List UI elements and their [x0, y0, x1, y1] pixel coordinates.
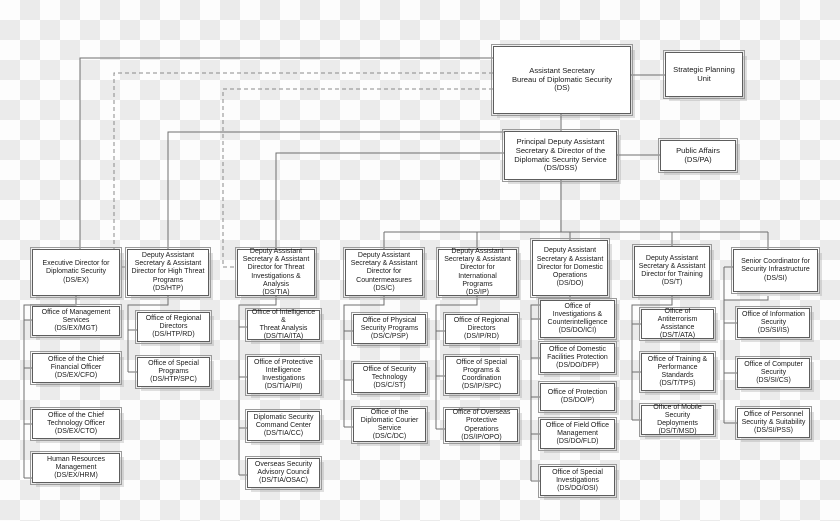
- node-office-si-pss[interactable]: Office of Personnel Security & Suitabili…: [735, 406, 812, 440]
- node-office-htp-rd[interactable]: Office of Regional Directors (DS/HTP/RD): [135, 310, 212, 344]
- node-office-t-ata-label: Office of Antiterrorism Assistance (DS/T…: [657, 307, 698, 340]
- node-office-do-ici-label: Office of Investigations & Counterintell…: [547, 302, 608, 335]
- node-office-si-cs-label: Office of Computer Security (DS/SI/CS): [744, 360, 803, 385]
- node-office-ip-spc[interactable]: Office of Special Programs & Coordinatio…: [443, 354, 520, 396]
- node-pdas[interactable]: Principal Deputy Assistant Secretary & D…: [502, 129, 619, 182]
- node-office-htp-rd-label: Office of Regional Directors (DS/HTP/RD): [145, 314, 202, 339]
- node-office-do-dfp[interactable]: Office of Domestic Facilities Protection…: [538, 341, 617, 375]
- node-office-ip-opo[interactable]: Office of Overseas Protective Operations…: [443, 407, 520, 444]
- node-head-t-label: Deputy Assistant Secretary & Assistant D…: [638, 254, 706, 287]
- node-office-si-is[interactable]: Office of Information Security (DS/SI/IS…: [735, 306, 812, 340]
- node-pdas-label: Principal Deputy Assistant Secretary & D…: [514, 136, 607, 173]
- node-office-tia-cc-label: Diplomatic Security Command Center (DS/T…: [253, 413, 314, 438]
- node-office-t-tps[interactable]: Office of Training & Performance Standar…: [639, 351, 716, 393]
- node-strategic-planning-unit-label: Strategic Planning Unit: [673, 64, 735, 83]
- node-head-c-label: Deputy Assistant Secretary & Assistant D…: [350, 251, 418, 292]
- node-office-si-cs[interactable]: Office of Computer Security (DS/SI/CS): [735, 356, 812, 390]
- node-office-ip-opo-label: Office of Overseas Protective Operations…: [452, 409, 511, 441]
- node-office-tia-pii[interactable]: Office of Protective Intelligence Invest…: [245, 354, 322, 396]
- node-head-ex-label: Executive Director for Diplomatic Securi…: [42, 260, 110, 284]
- wire-ds-to-htp-dashed: [113, 72, 493, 267]
- node-office-t-msd-label: Office of Mobile Security Deployments (D…: [653, 403, 702, 436]
- node-office-t-tps-label: Office of Training & Performance Standar…: [647, 355, 708, 388]
- node-office-ex-cto-label: Office of the Chief Technology Officer (…: [47, 411, 105, 436]
- node-office-do-fld-label: Office of Field Office Management (DS/DO…: [545, 421, 610, 446]
- node-office-ex-cfo-label: Office of the Chief Financial Officer (D…: [48, 355, 104, 380]
- wire-ds-to-ex: [79, 57, 493, 249]
- node-office-ip-rd[interactable]: Office of Regional Directors (DS/IP/RD): [443, 312, 520, 346]
- node-head-htp[interactable]: Deputy Assistant Secretary & Assistant D…: [125, 247, 211, 298]
- wire-htp-spine: [127, 296, 169, 372]
- node-office-c-dc-label: Office of the Diplomatic Courier Service…: [360, 408, 419, 441]
- node-office-do-dfp-label: Office of Domestic Facilities Protection…: [547, 345, 608, 370]
- node-head-c[interactable]: Deputy Assistant Secretary & Assistant D…: [343, 247, 425, 298]
- node-office-tia-osac[interactable]: Overseas Security Advisory Council (DS/T…: [245, 456, 322, 490]
- wire-pdas-bus-tia: [275, 152, 504, 249]
- node-office-ex-hrm[interactable]: Human Resources Management (DS/EX/HRM): [30, 451, 122, 485]
- node-office-do-ici[interactable]: Office of Investigations & Counterintell…: [538, 298, 617, 340]
- wire-ex-spine: [23, 296, 77, 478]
- node-head-ip[interactable]: Deputy Assistant Secretary & Assistant D…: [436, 247, 519, 298]
- node-office-c-st[interactable]: Office of Security Technology (DS/C/ST): [351, 361, 428, 395]
- node-head-t[interactable]: Deputy Assistant Secretary & Assistant D…: [632, 244, 712, 298]
- node-office-do-fld[interactable]: Office of Field Office Management (DS/DO…: [538, 417, 617, 451]
- node-office-ex-mgt-label: Office of Management Services (DS/EX/MGT…: [41, 308, 111, 333]
- node-head-tia[interactable]: Deputy Assistant Secretary & Assistant D…: [235, 247, 317, 298]
- node-office-do-osi-label: Office of Special Investigations (DS/DO/…: [552, 468, 603, 493]
- node-office-ex-mgt[interactable]: Office of Management Services (DS/EX/MGT…: [30, 304, 122, 338]
- wire-tia-spine: [238, 296, 277, 475]
- node-assistant-secretary-label: Assistant Secretary Bureau of Diplomatic…: [511, 65, 613, 93]
- node-head-ex[interactable]: Executive Director for Diplomatic Securi…: [30, 247, 122, 298]
- node-office-tia-pii-label: Office of Protective Intelligence Invest…: [253, 358, 313, 391]
- node-office-tia-osac-label: Overseas Security Advisory Council (DS/T…: [254, 460, 313, 485]
- node-office-ip-rd-label: Office of Regional Directors (DS/IP/RD): [453, 316, 510, 341]
- node-office-tia-cc[interactable]: Diplomatic Security Command Center (DS/T…: [245, 409, 322, 443]
- node-office-ex-cfo[interactable]: Office of the Chief Financial Officer (D…: [30, 351, 122, 385]
- wire-ip-spine: [435, 296, 478, 429]
- node-public-affairs-label: Public Affairs (DS/PA): [676, 145, 720, 164]
- node-office-tia-ita-label: Office of Intelligence & Threat Analysis…: [251, 308, 316, 341]
- wire-ds-to-tia-dashed: [222, 88, 493, 267]
- node-office-si-is-label: Office of Information Security (DS/SI/IS…: [742, 310, 805, 335]
- node-office-t-msd[interactable]: Office of Mobile Security Deployments (D…: [639, 403, 716, 437]
- node-head-htp-label: Deputy Assistant Secretary & Assistant D…: [131, 251, 205, 292]
- node-public-affairs[interactable]: Public Affairs (DS/PA): [658, 138, 738, 173]
- node-head-si[interactable]: Senior Coordinator for Security Infrastr…: [731, 247, 820, 294]
- node-office-ex-hrm-label: Human Resources Management (DS/EX/HRM): [47, 455, 105, 480]
- node-office-c-psp-label: Office of Physical Security Programs (DS…: [360, 316, 419, 341]
- node-office-c-st-label: Office of Security Technology (DS/C/ST): [362, 365, 417, 390]
- wire-c-spine: [343, 296, 385, 427]
- node-head-si-label: Senior Coordinator for Security Infrastr…: [741, 258, 810, 282]
- node-office-c-psp[interactable]: Office of Physical Security Programs (DS…: [351, 312, 428, 346]
- node-head-do[interactable]: Deputy Assistant Secretary & Assistant D…: [530, 238, 610, 298]
- node-office-do-osi[interactable]: Office of Special Investigations (DS/DO/…: [538, 464, 617, 498]
- node-office-ex-cto[interactable]: Office of the Chief Technology Officer (…: [30, 407, 122, 441]
- wire-pdas-bus-htp: [167, 131, 504, 249]
- node-office-t-ata[interactable]: Office of Antiterrorism Assistance (DS/T…: [639, 307, 716, 341]
- node-office-ip-spc-label: Office of Special Programs & Coordinatio…: [456, 358, 507, 391]
- node-head-do-label: Deputy Assistant Secretary & Assistant D…: [536, 247, 604, 288]
- node-office-do-p-label: Office of Protection (DS/DO/P): [547, 388, 608, 404]
- wire-t-spine: [631, 296, 673, 420]
- node-assistant-secretary[interactable]: Assistant Secretary Bureau of Diplomatic…: [491, 44, 633, 116]
- node-head-ip-label: Deputy Assistant Secretary & Assistant D…: [444, 247, 511, 296]
- wire-si-spine: [723, 296, 769, 423]
- node-office-htp-spc-label: Office of Special Programs (DS/HTP/SPC): [148, 359, 199, 384]
- node-office-htp-spc[interactable]: Office of Special Programs (DS/HTP/SPC): [135, 355, 212, 389]
- node-strategic-planning-unit[interactable]: Strategic Planning Unit: [663, 50, 745, 99]
- node-office-do-p[interactable]: Office of Protection (DS/DO/P): [538, 381, 617, 413]
- node-office-c-dc[interactable]: Office of the Diplomatic Courier Service…: [351, 406, 428, 444]
- node-head-tia-label: Deputy Assistant Secretary & Assistant D…: [242, 247, 310, 296]
- node-office-tia-ita[interactable]: Office of Intelligence & Threat Analysis…: [245, 308, 322, 342]
- node-office-si-pss-label: Office of Personnel Security & Suitabili…: [741, 410, 806, 435]
